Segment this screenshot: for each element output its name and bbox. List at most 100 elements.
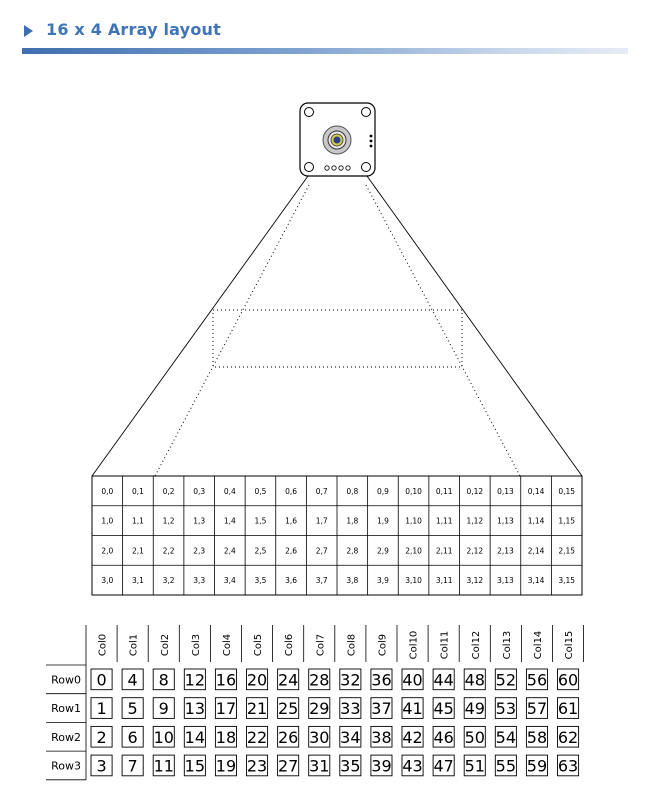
zone-coordinate-label: 3,7 [316, 576, 328, 585]
zone-coordinate-label: 2,9 [377, 546, 389, 555]
zone-index-number: 4 [128, 670, 138, 689]
column-label: Col5 [253, 634, 264, 656]
zone-index-number: 0 [96, 670, 106, 689]
column-label: Col9 [377, 634, 388, 656]
zone-index-box [121, 754, 144, 777]
zone-index-box [432, 697, 455, 719]
zone-coordinate-label: 1,3 [193, 517, 205, 526]
zone-index-box [463, 725, 486, 748]
zone-coordinate-label: 0,5 [254, 487, 266, 496]
zone-coordinate-label: 2,0 [101, 546, 113, 555]
zone-index-number: 29 [309, 699, 329, 718]
zone-index-number: 41 [402, 699, 422, 718]
zone-index-number: 60 [558, 670, 578, 689]
zone-coordinate-label: 1,8 [346, 517, 358, 526]
zone-index-number: 40 [402, 670, 422, 689]
zone-coordinate-label: 2,13 [497, 546, 514, 555]
zone-index-number: 63 [558, 756, 578, 775]
zone-coordinate-label: 1,7 [316, 517, 328, 526]
zone-index-number: 20 [247, 670, 267, 689]
zone-coordinate-label: 1,10 [405, 517, 422, 526]
zone-index-number: 38 [371, 728, 391, 747]
zone-index-number: 9 [159, 699, 169, 718]
zone-index-number: 11 [154, 756, 174, 775]
zone-coordinate-label: 0,10 [405, 487, 422, 496]
zone-coordinate-label: 3,15 [558, 576, 575, 585]
zone-coordinate-label: 1,12 [466, 517, 483, 526]
zone-index-number: 27 [278, 756, 298, 775]
column-label: Col10 [409, 631, 420, 660]
zone-index-number: 52 [496, 670, 516, 689]
zone-index-number: 51 [465, 756, 485, 775]
zone-coordinate-label: 2,4 [224, 546, 236, 555]
zone-coordinate-label: 3,3 [193, 576, 205, 585]
zone-coordinate-label: 3,11 [436, 576, 453, 585]
zone-index-box [277, 725, 300, 748]
zone-index-number: 35 [340, 756, 360, 775]
row-label: Row0 [51, 673, 81, 686]
zone-index-number: 14 [185, 728, 205, 747]
zone-index-box [308, 668, 331, 691]
zone-index-box [401, 754, 424, 777]
zone-index-box [277, 697, 300, 719]
zone-index-number: 8 [159, 670, 169, 689]
zone-index-number: 17 [216, 699, 236, 718]
zone-index-box [557, 725, 580, 748]
zone-coordinate-label: 1,9 [377, 517, 389, 526]
zone-index-box [432, 668, 455, 691]
zone-index-number: 44 [433, 670, 453, 689]
zone-index-box [121, 697, 144, 719]
zone-index-box [121, 668, 144, 691]
zone-index-box [370, 754, 393, 777]
zone-index-box [90, 725, 113, 748]
zone-index-box [214, 754, 237, 777]
zone-coordinate-label: 3,9 [377, 576, 389, 585]
zone-index-box [246, 754, 269, 777]
zone-index-number: 30 [309, 728, 329, 747]
zone-coordinate-label: 1,5 [254, 517, 266, 526]
zone-index-box [463, 668, 486, 691]
zone-coordinate-label: 3,8 [346, 576, 358, 585]
field-of-view-lines [91, 175, 583, 477]
zone-coordinate-label: 2,15 [558, 546, 575, 555]
zone-index-box [432, 725, 455, 748]
row-label: Row2 [51, 731, 81, 744]
zone-index-box [370, 725, 393, 748]
zone-coordinate-label: 2,7 [316, 546, 328, 555]
zone-index-number: 43 [402, 756, 422, 775]
zone-index-number: 49 [465, 699, 485, 718]
zone-coordinate-label: 2,6 [285, 546, 297, 555]
zone-coordinate-label: 2,3 [193, 546, 205, 555]
zone-index-box [90, 668, 113, 691]
zone-index-box [246, 725, 269, 748]
zone-index-box [277, 668, 300, 691]
zone-index-number: 7 [128, 756, 138, 775]
zone-coordinate-label: 1,0 [101, 517, 113, 526]
column-label: Col13 [502, 631, 513, 660]
zone-index-number: 45 [433, 699, 453, 718]
zone-coordinate-label: 3,5 [254, 576, 266, 585]
zone-coordinate-label: 3,10 [405, 576, 422, 585]
zone-index-number: 6 [128, 728, 138, 747]
zone-coordinate-label: 1,1 [132, 517, 144, 526]
zone-coordinate-label: 1,14 [528, 517, 545, 526]
zone-index-number: 3 [96, 756, 106, 775]
zone-index-box [121, 725, 144, 748]
zone-index-box [339, 754, 362, 777]
zone-index-box [90, 754, 113, 777]
zone-coordinate-label: 2,10 [405, 546, 422, 555]
zone-coordinate-label: 1,4 [224, 517, 236, 526]
zone-index-number: 1 [96, 699, 106, 718]
zone-index-box [525, 725, 548, 748]
column-label: Col0 [98, 634, 109, 656]
zone-index-box [370, 697, 393, 719]
zone-coordinate-label: 1,6 [285, 517, 297, 526]
column-label: Col7 [315, 634, 326, 656]
zone-index-box [557, 668, 580, 691]
zone-index-box [401, 725, 424, 748]
zone-index-number: 50 [465, 728, 485, 747]
zone-index-number: 36 [371, 670, 391, 689]
zone-coordinate-label: 3,1 [132, 576, 144, 585]
zone-coordinate-label: 0,2 [163, 487, 175, 496]
